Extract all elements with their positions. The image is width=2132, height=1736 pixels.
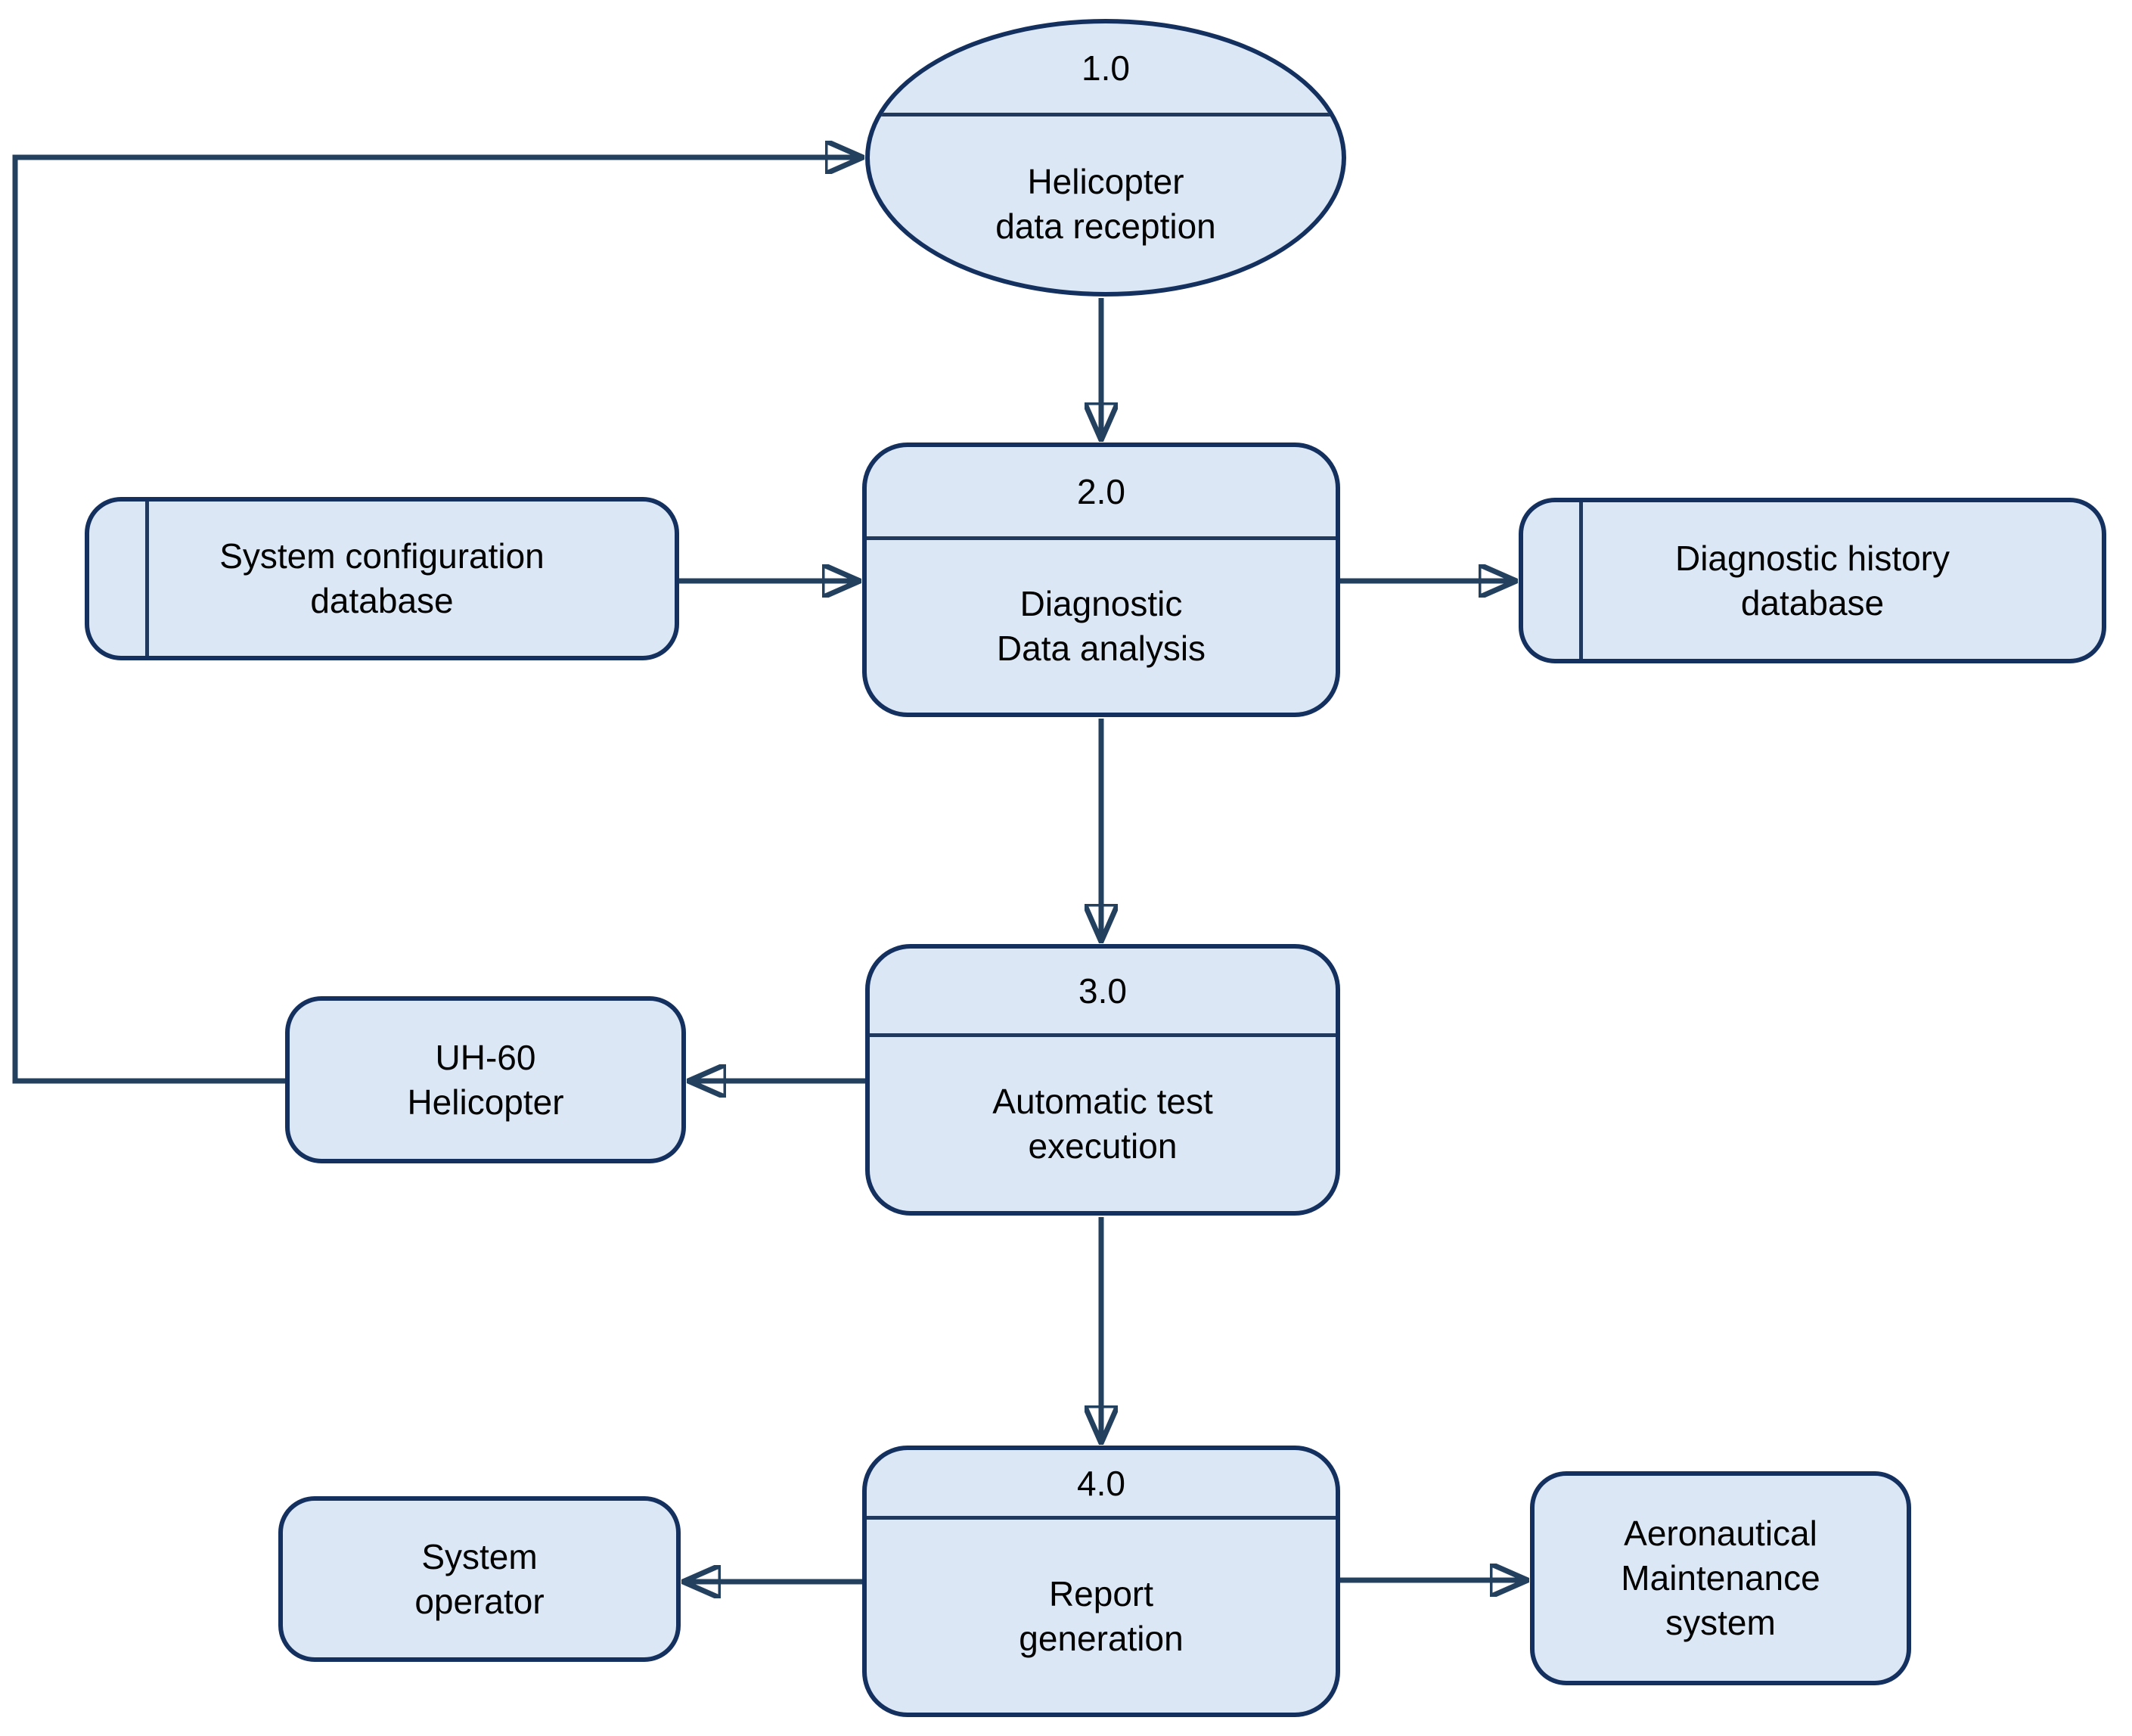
process-2-diagnostic-data-analysis: 2.0 Diagnostic Data analysis bbox=[862, 443, 1340, 717]
process-3-automatic-test-execution: 3.0 Automatic test execution bbox=[865, 944, 1340, 1216]
process-3-number: 3.0 bbox=[870, 949, 1336, 1037]
entity-uh60-helicopter-label: UH-60 Helicopter bbox=[407, 1037, 564, 1122]
datastore-left-divider-line bbox=[145, 502, 149, 656]
datastore-diagnostic-history-label: Diagnostic history database bbox=[1674, 538, 1950, 623]
flow-uh60-to-process-1-arrow bbox=[12, 157, 861, 1084]
process-4-label: Report generation bbox=[1019, 1573, 1184, 1658]
entity-aeronautical-maintenance-label: Aeronautical Maintenance system bbox=[1621, 1514, 1820, 1642]
process-1-helicopter-data-reception: 1.0 Helicopter data reception bbox=[865, 19, 1346, 297]
process-4-report-generation: 4.0 Report generation bbox=[862, 1446, 1340, 1717]
process-3-label: Automatic test execution bbox=[992, 1082, 1213, 1166]
entity-system-operator: System operator bbox=[278, 1496, 681, 1662]
entity-aeronautical-maintenance-system: Aeronautical Maintenance system bbox=[1530, 1471, 1911, 1685]
entity-system-operator-label: System operator bbox=[414, 1536, 545, 1621]
process-2-number: 2.0 bbox=[867, 447, 1336, 540]
process-1-number: 1.0 bbox=[870, 23, 1342, 116]
datastore-left-divider-line bbox=[1579, 502, 1583, 659]
process-4-number: 4.0 bbox=[867, 1450, 1336, 1520]
process-2-label: Diagnostic Data analysis bbox=[996, 584, 1206, 668]
process-1-label: Helicopter data reception bbox=[995, 162, 1216, 246]
datastore-system-configuration-label: System configuration database bbox=[219, 536, 545, 620]
datastore-diagnostic-history-database: Diagnostic history database bbox=[1519, 498, 2106, 663]
datastore-system-configuration-database: System configuration database bbox=[85, 497, 679, 660]
entity-uh60-helicopter: UH-60 Helicopter bbox=[285, 996, 686, 1163]
